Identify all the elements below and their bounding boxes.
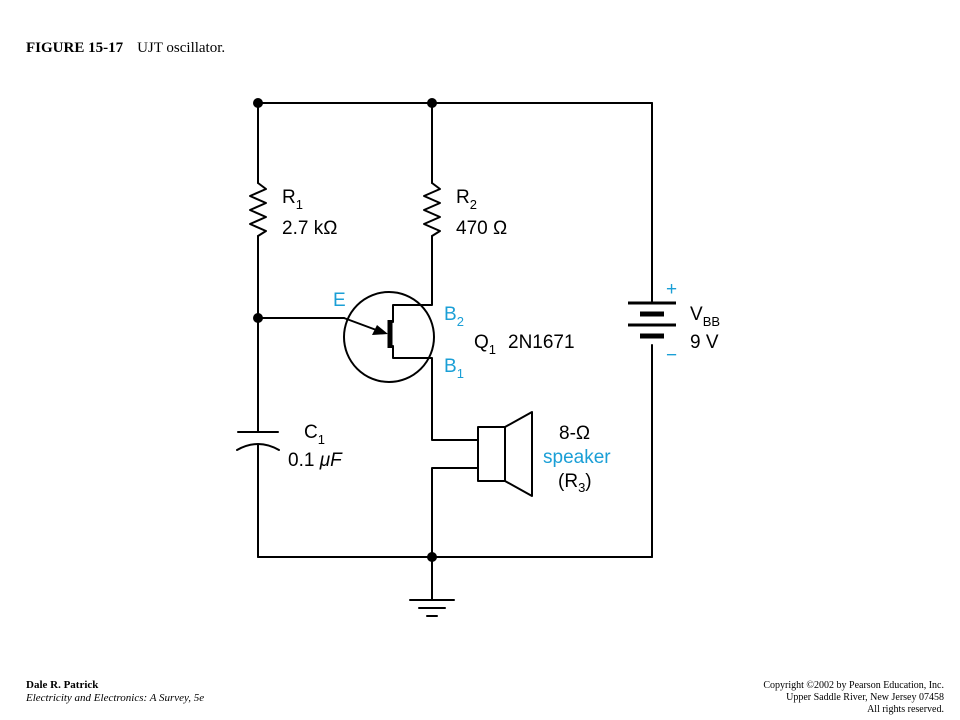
footer-right: Copyright ©2002 by Pearson Education, In… [763, 680, 944, 716]
junction-dot-emitter [253, 313, 263, 323]
vbb-value: 9 V [690, 332, 719, 353]
speaker-cone [504, 411, 533, 497]
emitter-label: E [333, 290, 346, 311]
footer-book: Electricity and Electronics: A Survey, 5… [26, 692, 205, 704]
ujt-emitter-arrowhead [372, 325, 388, 335]
r2-label: R2 [456, 187, 477, 212]
resistor-r2 [423, 182, 441, 237]
r2-value: 470 Ω [456, 218, 507, 239]
footer-author: Dale R. Patrick [26, 679, 99, 691]
wire-b2 [392, 235, 433, 323]
junction-dot-top-left [253, 98, 263, 108]
footer-rights: All rights reserved. [867, 704, 944, 715]
footer-copyright: Copyright ©2002 by Pearson Education, In… [763, 680, 944, 691]
ujt-body [343, 291, 435, 383]
junction-dot-bottom-mid [427, 552, 437, 562]
speaker-ref: (R3) [558, 471, 592, 495]
r1-value: 2.7 kΩ [282, 218, 337, 239]
figure-caption: FIGURE 15-17 UJT oscillator. [26, 40, 225, 57]
base2-label: B2 [444, 304, 464, 329]
footer-address: Upper Saddle River, New Jersey 07458 [786, 692, 944, 703]
junction-dot-top-mid [427, 98, 437, 108]
figure-title: UJT oscillator. [137, 40, 226, 56]
speaker-label: speaker [543, 447, 611, 468]
q1-part-number: 2N1671 [508, 332, 575, 353]
wire-b1 [392, 345, 479, 441]
battery-minus: − [666, 345, 677, 366]
wire-speaker-return [431, 467, 479, 558]
battery-plus: + [666, 279, 677, 300]
c1-value: 0.1 μF [288, 450, 343, 471]
speaker-magnet [477, 426, 506, 482]
ujt-emitter-line [343, 317, 380, 332]
c1-label: C1 [304, 422, 325, 447]
speaker-impedance: 8-Ω [559, 423, 590, 444]
r1-label: R1 [282, 187, 303, 212]
vbb-label: VBB [690, 304, 720, 329]
resistor-r1 [249, 182, 267, 237]
footer-left: Dale R. Patrick Electricity and Electron… [26, 679, 204, 705]
figure-number: FIGURE 15-17 [26, 40, 124, 56]
base1-label: B1 [444, 356, 464, 381]
q1-label: Q1 [474, 332, 496, 357]
